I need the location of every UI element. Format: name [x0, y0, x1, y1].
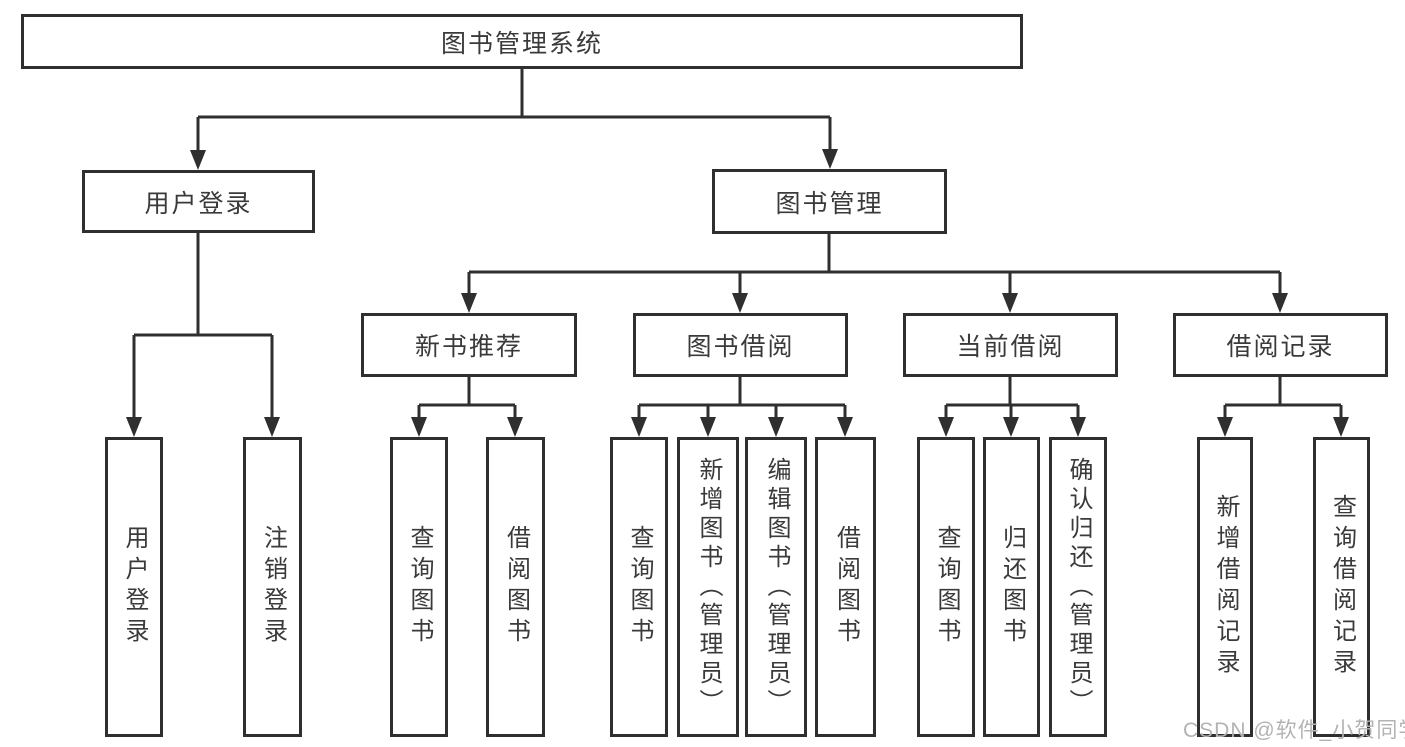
node-borrowing-records: 借阅记录 [1173, 313, 1388, 377]
leaf-query-books-3-label: 查询图书 [933, 525, 960, 649]
leaf-query-books-3: 查询图书 [917, 437, 975, 737]
leaf-add-books-admin: 新增图书（管理员） [677, 437, 739, 737]
leaf-borrow-books-1: 借阅图书 [486, 437, 545, 737]
leaf-confirm-return-admin-label: 确认归还（管理员） [1065, 456, 1092, 718]
leaf-logout-login-label: 注销登录 [259, 525, 287, 649]
leaf-borrow-books-2-label: 借阅图书 [832, 525, 860, 649]
node-new-book-recommend: 新书推荐 [361, 313, 577, 377]
leaf-query-borrow-record-label: 查询借阅记录 [1328, 494, 1356, 680]
leaf-return-books: 归还图书 [983, 437, 1040, 737]
leaf-confirm-return-admin: 确认归还（管理员） [1049, 437, 1107, 737]
leaf-query-books-2-label: 查询图书 [626, 525, 653, 649]
leaf-add-borrow-record: 新增借阅记录 [1197, 437, 1253, 737]
leaf-add-borrow-record-label: 新增借阅记录 [1212, 494, 1239, 680]
node-book-borrowing: 图书借阅 [633, 313, 848, 377]
leaf-logout-login: 注销登录 [243, 437, 302, 737]
leaf-user-login: 用户登录 [105, 437, 163, 737]
watermark: CSDN @软件_小贺同学 [1183, 719, 1405, 742]
node-root: 图书管理系统 [21, 14, 1023, 69]
node-current-borrowing: 当前借阅 [903, 313, 1118, 377]
leaf-query-books-1-label: 查询图书 [406, 525, 433, 649]
leaf-user-login-label: 用户登录 [121, 525, 148, 649]
leaf-query-books-1: 查询图书 [390, 437, 448, 737]
leaf-borrow-books-2: 借阅图书 [815, 437, 876, 737]
leaf-query-books-2: 查询图书 [610, 437, 668, 737]
node-book-management: 图书管理 [712, 169, 947, 234]
leaf-add-books-admin-label: 新增图书（管理员） [695, 456, 722, 718]
node-user-login: 用户登录 [82, 170, 315, 233]
leaf-edit-books-admin: 编辑图书（管理员） [745, 437, 807, 737]
leaf-query-borrow-record: 查询借阅记录 [1313, 437, 1370, 737]
leaf-borrow-books-1-label: 借阅图书 [502, 525, 530, 649]
leaf-edit-books-admin-label: 编辑图书（管理员） [763, 456, 790, 718]
leaf-return-books-label: 归还图书 [998, 525, 1026, 649]
